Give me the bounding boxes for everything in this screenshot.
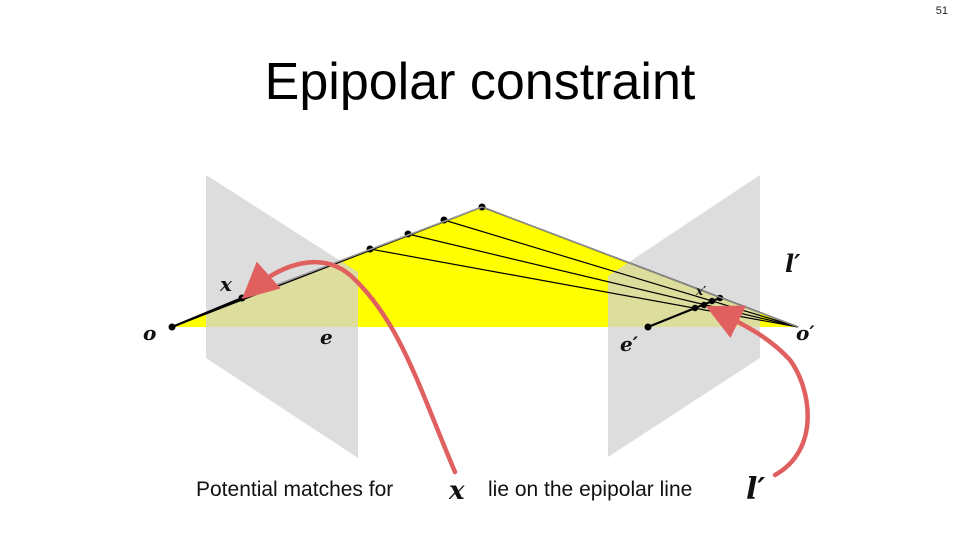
label-candidate-point: x′: [695, 284, 707, 298]
left-image-plane: [206, 175, 358, 458]
right-image-plane: [608, 175, 760, 457]
caption-symbol-point: x: [449, 476, 465, 506]
candidate-point-3: [708, 297, 716, 305]
label-epipolar-line: l′: [785, 249, 801, 278]
caption-text-after: lie on the epipolar line: [488, 478, 693, 501]
caption-symbol-line: l′: [746, 472, 766, 507]
epipole-right-point: [644, 323, 652, 331]
baseline-ray-left: [171, 296, 243, 329]
candidate-point-1: [691, 304, 699, 312]
epipolar-line: [647, 296, 721, 329]
label-camera-center-left: o: [143, 321, 156, 345]
label-epipole-right: e′: [620, 332, 639, 356]
candidate-point-2: [700, 301, 708, 309]
projection-ray-x: [241, 206, 483, 299]
annotation-arrow-to-x: [241, 259, 458, 475]
camera-center-left-point: [168, 323, 176, 331]
caption-text-before: Potential matches for: [196, 478, 394, 501]
label-camera-center-right: o′: [796, 321, 815, 345]
annotation-arrow-to-epipolar-line: [705, 305, 810, 478]
slide-title: Epipolar constraint: [264, 53, 696, 111]
label-epipole-left: e: [320, 325, 333, 349]
slide-number: 51: [935, 5, 948, 17]
label-image-point-x: x: [219, 272, 233, 296]
